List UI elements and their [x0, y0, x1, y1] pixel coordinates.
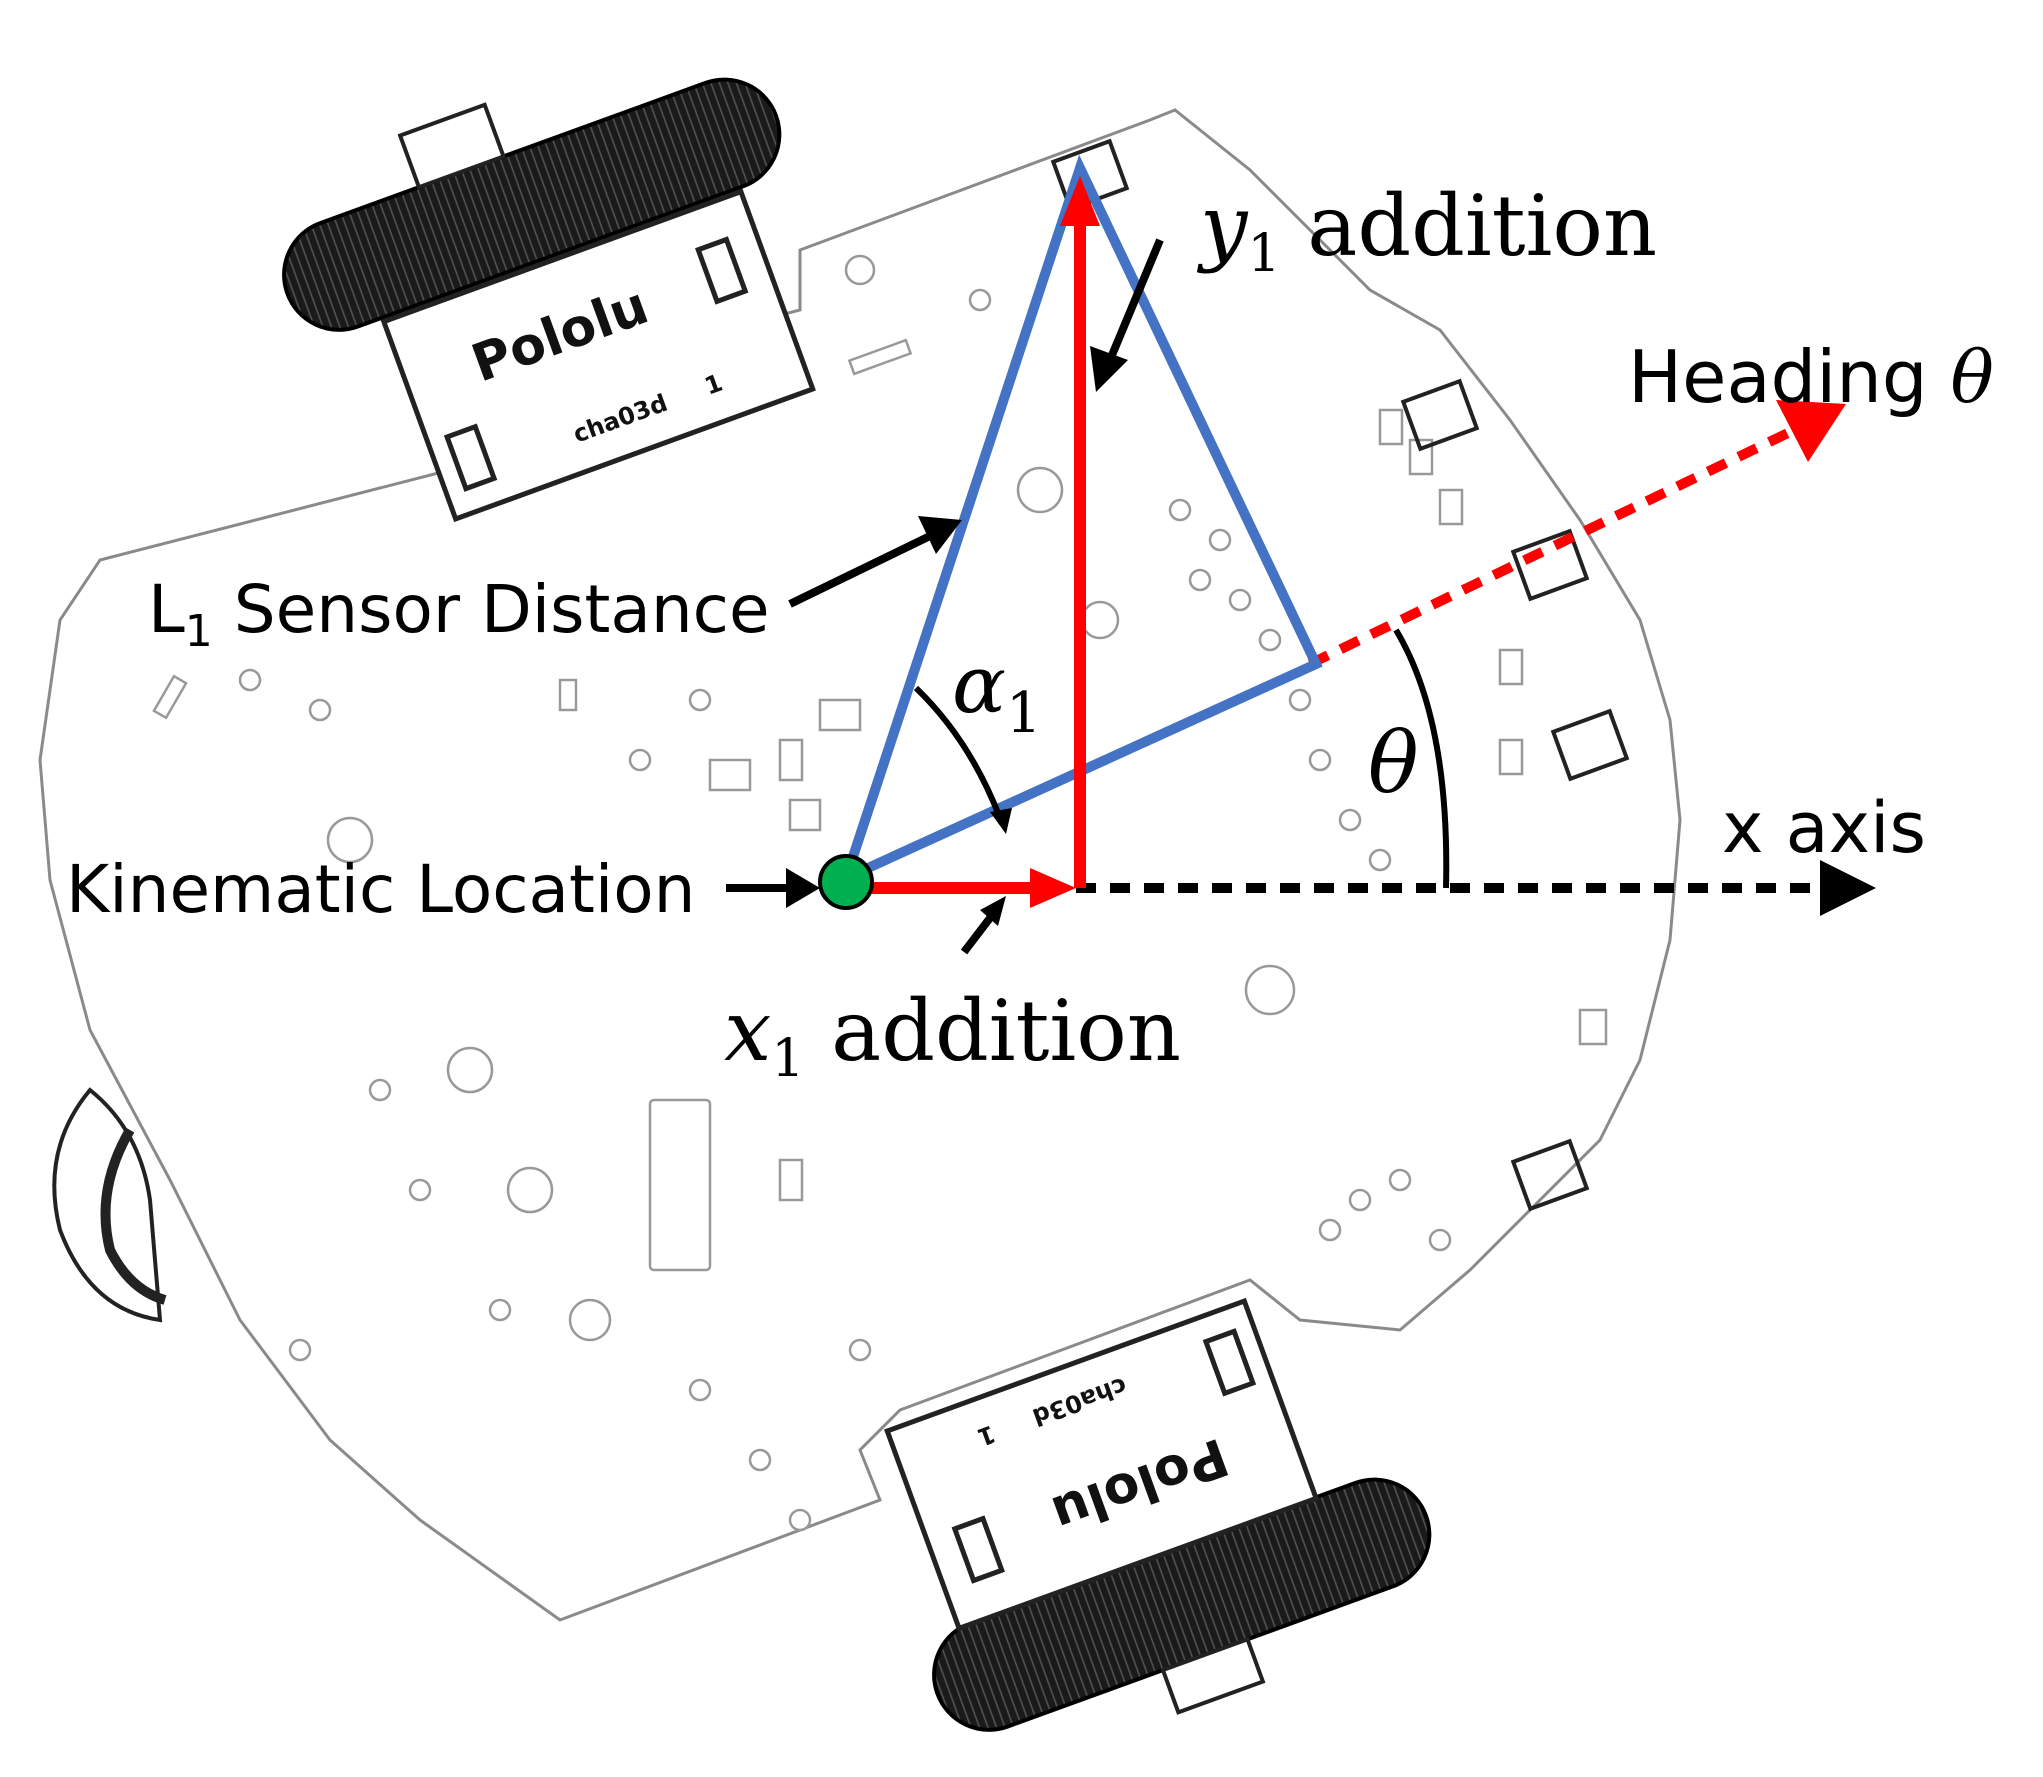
y1-vector	[1060, 176, 1100, 888]
pointer-arrows	[726, 238, 1164, 955]
alpha-angle-arc	[913, 685, 1003, 820]
kinematic-location-label: Kinematic Location	[66, 851, 695, 928]
kinematic-point	[818, 854, 874, 910]
caster-wheel	[52, 1087, 167, 1323]
x-axis-line	[1076, 860, 1876, 916]
motor-block-top: Pololu cha03d 1	[380, 188, 816, 523]
motor-block-bottom: Pololu cha03d 1	[884, 1297, 1320, 1632]
theta-angle-arc	[1393, 628, 1450, 889]
board-components	[152, 254, 1608, 1532]
x-axis-arrowhead	[1820, 860, 1876, 916]
heading-line	[1307, 400, 1846, 669]
x1-addition-label: x1 addition	[724, 982, 1181, 1089]
y1-addition-label: y1 addition	[1196, 177, 1657, 284]
heading-arrowhead	[1776, 400, 1846, 462]
heading-label: Heading θ	[1628, 335, 1994, 419]
x1-vector	[846, 868, 1076, 908]
wheel-top	[282, 77, 782, 332]
theta-label: θ	[1368, 714, 1419, 812]
alpha-label: α1	[952, 638, 1042, 746]
sensor-distance-label: L1 Sensor Distance	[148, 571, 770, 657]
robot-board	[38, 108, 1682, 1622]
x-axis-label: x axis	[1722, 787, 1926, 869]
